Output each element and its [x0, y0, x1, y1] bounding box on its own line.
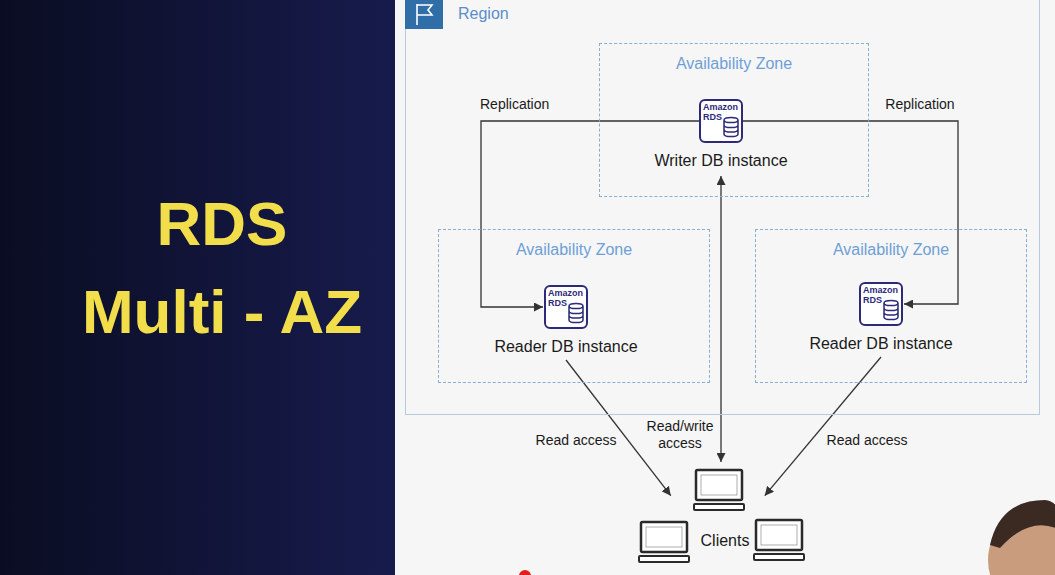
- title-text: Multi - AZ: [82, 281, 362, 343]
- connector-arrow: [481, 121, 699, 307]
- database-symbol: [723, 116, 739, 138]
- region-box: RegionAvailability ZoneAmazon RDSWriter …: [405, 0, 1040, 415]
- title-text: RDS: [157, 193, 288, 255]
- availability-zone: Availability ZoneAmazon RDSReader DB ins…: [755, 229, 1027, 383]
- edge-label: Read/write access: [640, 418, 720, 452]
- edge-label: Read access: [825, 432, 910, 449]
- title-panel: [0, 0, 395, 575]
- rds-instance: Amazon RDSReader DB instance: [544, 285, 588, 329]
- zone-label: Availability Zone: [600, 55, 868, 73]
- region-label: Region: [458, 5, 509, 23]
- availability-zone: Availability ZoneAmazon RDSWriter DB ins…: [599, 43, 869, 197]
- database-symbol: [568, 302, 584, 324]
- icon-text: Amazon RDS: [863, 285, 899, 306]
- instance-label: Reader DB instance: [809, 335, 952, 353]
- instance-label: Reader DB instance: [494, 338, 637, 356]
- rds-instance: Amazon RDSReader DB instance: [859, 282, 903, 326]
- edge-label: Read access: [534, 432, 619, 449]
- connector-arrow: [765, 357, 881, 496]
- clients-group: Clients: [636, 466, 810, 572]
- availability-zone: Availability ZoneAmazon RDSReader DB ins…: [438, 229, 710, 383]
- connector-arrow: [743, 121, 958, 304]
- progress-dot: [519, 570, 531, 575]
- edge-label: Replication: [883, 96, 956, 113]
- region-flag-icon: [405, 0, 443, 29]
- icon-text: Amazon RDS: [703, 102, 739, 123]
- zone-label: Availability Zone: [756, 241, 1026, 259]
- instance-label: Writer DB instance: [654, 152, 787, 170]
- slide-ground: [395, 0, 1055, 575]
- rds-instance: Amazon RDSWriter DB instance: [699, 99, 743, 143]
- edge-label: Replication: [478, 96, 551, 113]
- icon-text: Amazon RDS: [548, 288, 584, 309]
- connector-arrow: [720, 176, 721, 462]
- computer-icons: [636, 466, 810, 572]
- database-symbol: [883, 299, 899, 321]
- presenter-face: [988, 500, 1055, 575]
- clients-label: Clients: [701, 532, 750, 550]
- zone-label: Availability Zone: [439, 241, 709, 259]
